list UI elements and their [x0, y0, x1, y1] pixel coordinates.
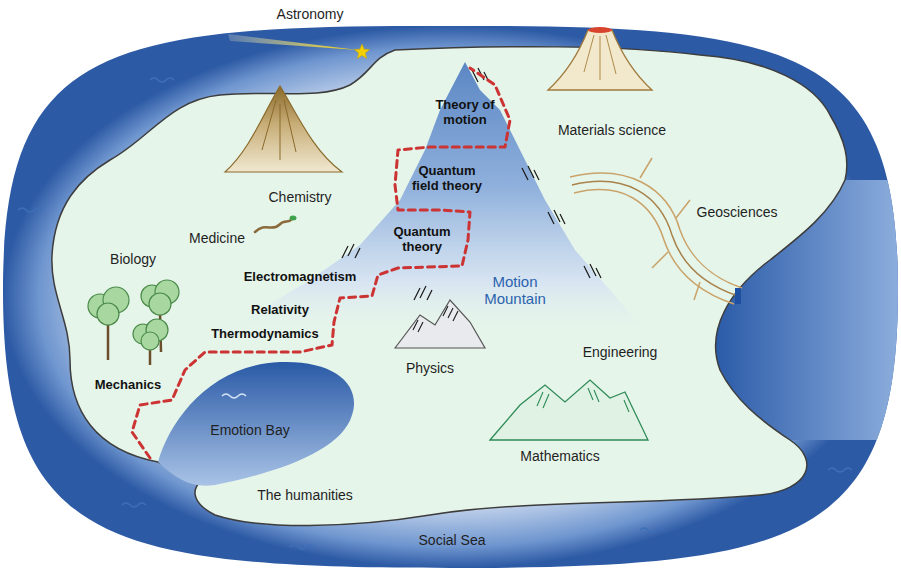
mathematics-hills	[490, 380, 648, 440]
theory-stage-label: Thermodynamics	[211, 327, 319, 342]
wave	[222, 394, 246, 398]
wave	[640, 528, 664, 532]
physics-hills	[395, 300, 485, 348]
region-label: Astronomy	[277, 6, 344, 22]
volcano	[548, 27, 652, 90]
wave	[828, 468, 852, 472]
region-label: The humanities	[257, 487, 353, 503]
mountain-name: Motion Mountain	[478, 273, 553, 308]
waterfall	[735, 288, 741, 304]
hatch	[537, 388, 629, 412]
region-label: Chemistry	[268, 189, 331, 205]
medicine-worm	[255, 216, 297, 233]
theory-stage-label: Relativity	[251, 303, 309, 318]
volcano-ridges	[584, 35, 616, 80]
hatch	[414, 286, 432, 300]
tree-crown	[97, 303, 119, 325]
worm-head	[290, 216, 297, 221]
comet-tail	[228, 34, 358, 50]
region-label: Physics	[406, 360, 454, 376]
hatch	[342, 244, 360, 258]
tree-crowns	[88, 280, 179, 350]
region-label: Mathematics	[520, 448, 599, 464]
theory-stage-label: Theory of motion	[433, 98, 497, 128]
volcano-crater	[588, 27, 612, 33]
canyon-branches	[640, 158, 700, 300]
island	[52, 47, 847, 526]
worm-body	[255, 219, 292, 232]
region-label: Social Sea	[419, 532, 486, 548]
wave	[18, 208, 42, 212]
biology-trees	[88, 280, 179, 365]
volcano-cone	[548, 30, 652, 90]
hatch	[548, 210, 565, 224]
theory-stage-label: Quantum theory	[387, 225, 457, 255]
hatch	[584, 264, 601, 278]
peak-ridges	[262, 100, 296, 160]
wave	[122, 503, 146, 507]
region-label: Emotion Bay	[210, 422, 289, 438]
region-label: Materials science	[558, 122, 666, 138]
wave	[150, 78, 174, 82]
theory-stage-label: Electromagnetism	[244, 270, 357, 285]
theory-stage-label: Mechanics	[95, 378, 161, 393]
comet	[228, 34, 370, 59]
green-hills	[490, 380, 648, 440]
brown-peak	[225, 86, 342, 172]
mountain-hatches	[342, 68, 601, 300]
hatch	[413, 306, 458, 332]
tree-crown	[141, 332, 159, 350]
motion-mountain	[215, 62, 640, 338]
blue-mountain	[215, 62, 640, 338]
region-label: Engineering	[583, 344, 658, 360]
chemistry-mountain	[225, 86, 342, 172]
region-label: Biology	[110, 251, 156, 267]
region-label: Geosciences	[697, 204, 778, 220]
theory-stage-label: Quantum field theory	[407, 164, 487, 194]
region-label: Medicine	[189, 230, 245, 246]
ascent-path	[132, 68, 510, 458]
grey-hills	[395, 300, 485, 348]
star	[354, 44, 369, 59]
emotion-bay-water	[158, 362, 354, 486]
wave	[290, 545, 314, 549]
hatch	[522, 166, 539, 180]
tree-crown	[149, 293, 171, 315]
